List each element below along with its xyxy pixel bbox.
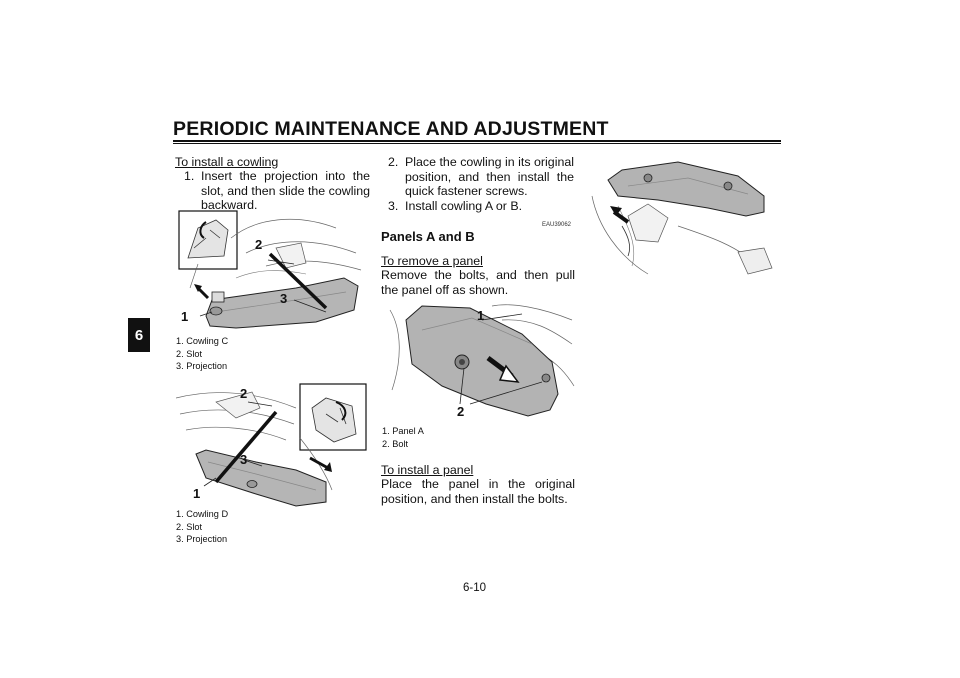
legend-item: 1. Cowling D — [176, 509, 229, 519]
section-heading-panels: Panels A and B — [381, 229, 475, 244]
page-title: PERIODIC MAINTENANCE AND ADJUSTMENT — [173, 118, 609, 140]
figure3-callout-1: 1 — [477, 308, 484, 323]
step-2-number: 2. — [388, 155, 399, 169]
figure-cowling-d: 2 3 1 — [176, 383, 367, 507]
figure3-legend: 1. Panel A 2. Bolt — [382, 425, 424, 450]
step-2: 2. Place the cowling in its original pos… — [388, 155, 574, 200]
page-number: 6-10 — [463, 582, 487, 594]
figure2-callout-3: 3 — [240, 452, 247, 467]
legend-item: 1. Panel A — [382, 426, 424, 436]
header-rule — [173, 140, 781, 142]
figure1-callout-2: 2 — [255, 237, 262, 252]
legend-item: 3. Projection — [176, 361, 228, 371]
figure2-legend: 1. Cowling D 2. Slot 3. Projection — [176, 508, 228, 546]
step-3-number: 3. — [388, 199, 399, 213]
step-3: 3. Install cowling A or B. — [388, 199, 574, 215]
step-3-text: Install cowling A or B. — [405, 199, 523, 213]
figure3-callout-2: 2 — [457, 404, 464, 419]
step-1: 1. Insert the projection into the slot, … — [184, 169, 370, 214]
figure1-callout-3: 3 — [280, 291, 287, 306]
legend-item: 2. Slot — [176, 348, 203, 359]
legend-item: 2. Slot — [176, 521, 203, 532]
legend-item: 3. Projection — [176, 534, 228, 544]
figure-panel-b — [591, 161, 773, 275]
figure1-legend: 1. Cowling C 2. Slot 3. Projection — [176, 335, 228, 373]
subheading-install-cowling: To install a cowling — [175, 155, 279, 169]
figure1-callout-1: 1 — [181, 309, 188, 324]
legend-item: 1. Cowling C — [176, 336, 229, 346]
chapter-tab: 6 — [128, 318, 150, 352]
step-1-text: Insert the projection into the slot, and… — [201, 169, 370, 213]
install-panel-text: Place the panel in the original position… — [381, 477, 575, 506]
figure-panel-a: 1 2 — [389, 304, 575, 419]
step-1-number: 1. — [184, 169, 195, 183]
step-2-text: Place the cowling in its original positi… — [405, 155, 574, 199]
figure2-callout-1: 1 — [193, 486, 200, 501]
header-rule-thin — [173, 143, 781, 144]
reference-code: EAU39062 — [542, 222, 572, 228]
figure2-callout-2: 2 — [240, 386, 247, 401]
remove-panel-text: Remove the bolts, and then pull the pane… — [381, 268, 575, 297]
subheading-remove-panel: To remove a panel — [381, 254, 483, 268]
figure-cowling-c: 2 3 1 — [178, 210, 362, 329]
subheading-install-panel: To install a panel — [381, 463, 474, 477]
legend-item: 2. Bolt — [382, 438, 409, 449]
